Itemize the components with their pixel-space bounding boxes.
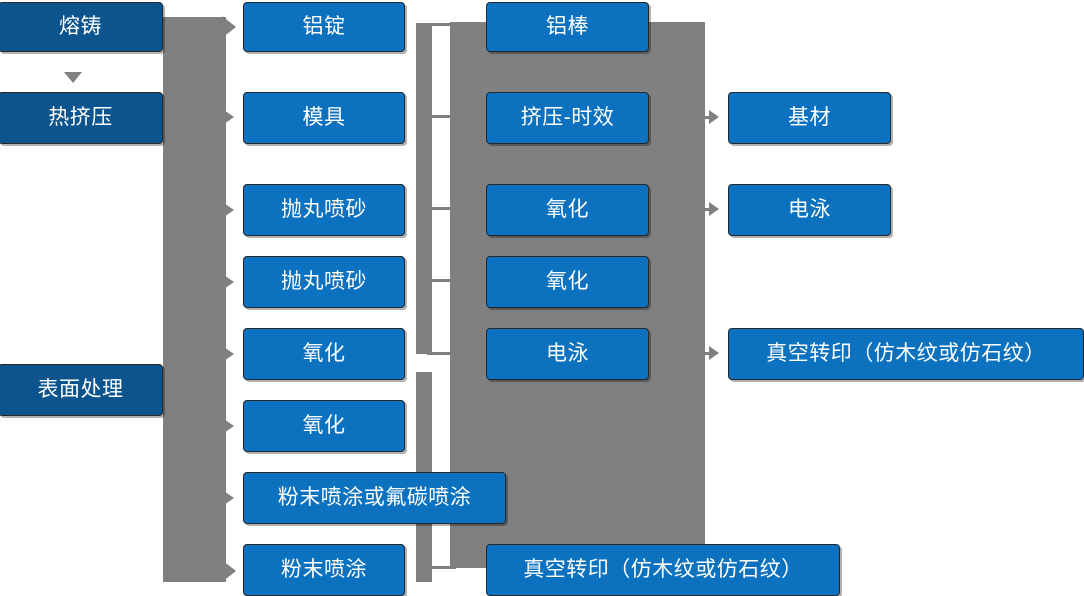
connector-narrow-to-band-row-4 [427, 279, 456, 282]
node-label-mold: 模具 [302, 106, 346, 130]
node-box-base-material[interactable]: 基材 [728, 92, 891, 144]
stage-label-melting-casting: 熔铸 [59, 15, 102, 39]
node-label-oxidation-2: 氧化 [302, 414, 346, 438]
node-box-shot-blasting-2[interactable]: 抛丸喷砂 [243, 256, 405, 308]
node-box-powder-coating[interactable]: 粉末喷涂 [243, 544, 405, 596]
node-box-aluminum-ingot[interactable]: 铝锭 [243, 2, 405, 52]
node-box-oxidation-4[interactable]: 氧化 [486, 256, 649, 308]
node-label-electrophoresis-1: 电泳 [546, 342, 589, 366]
node-box-mold[interactable]: 模具 [243, 92, 405, 144]
node-box-powder-or-fluorocarbon-coating[interactable]: 粉末喷涂或氟碳喷涂 [243, 472, 506, 524]
node-box-vacuum-transfer-printing-1[interactable]: 真空转印（仿木纹或仿石纹） [486, 544, 840, 596]
node-label-oxidation-1: 氧化 [302, 342, 346, 366]
connector-narrow-to-band-row-3 [427, 207, 456, 210]
connector-narrow-to-band-row-5 [427, 352, 456, 355]
node-label-extrusion-aging: 挤压-时效 [520, 106, 615, 130]
node-box-electrophoresis-1[interactable]: 电泳 [486, 328, 649, 380]
stage-box-surface-treatment[interactable]: 表面处理 [0, 364, 163, 416]
node-label-oxidation-4: 氧化 [546, 270, 589, 294]
arrowhead-to-electrophoresis-2 [709, 202, 719, 216]
node-box-shot-blasting-1[interactable]: 抛丸喷砂 [243, 184, 405, 236]
node-label-aluminum-bar: 铝棒 [546, 15, 589, 39]
node-label-powder-coating: 粉末喷涂 [281, 558, 367, 582]
arrowhead-to-aluminum-ingot [222, 16, 236, 38]
arrowhead-to-powder-coating [222, 560, 236, 582]
node-label-vacuum-transfer-printing-2: 真空转印（仿木纹或仿石纹） [766, 342, 1046, 366]
connector-narrow-to-band-row-1 [416, 23, 456, 26]
node-box-oxidation-1[interactable]: 氧化 [243, 328, 405, 380]
arrowhead-to-mold [224, 110, 234, 124]
connector-narrow-to-band-row-2 [427, 115, 456, 118]
node-box-oxidation-2[interactable]: 氧化 [243, 400, 405, 452]
node-label-aluminum-ingot: 铝锭 [302, 15, 346, 39]
node-label-powder-or-fluorocarbon-coating: 粉末喷涂或氟碳喷涂 [277, 486, 472, 510]
stage-label-surface-treatment: 表面处理 [37, 378, 124, 402]
node-label-shot-blasting-1: 抛丸喷砂 [281, 198, 367, 222]
connector-surface-treatment-riser [163, 366, 185, 382]
node-label-base-material: 基材 [788, 106, 831, 130]
arrowhead-to-shot-blasting-2 [224, 275, 234, 289]
connector-band-stages-to-inputs [163, 17, 226, 582]
arrowhead-to-base-material [709, 110, 719, 124]
arrowhead-to-shot-blasting-1 [224, 203, 234, 217]
arrowhead-to-vacuum-transfer-printing-2 [709, 346, 719, 360]
node-box-oxidation-3[interactable]: 氧化 [486, 184, 649, 236]
connector-narrow-bar-upper [416, 24, 432, 354]
node-label-oxidation-3: 氧化 [546, 198, 589, 222]
node-label-shot-blasting-2: 抛丸喷砂 [281, 270, 367, 294]
stage-box-hot-extrusion[interactable]: 热挤压 [0, 92, 163, 144]
connector-surface-treatment-line [163, 389, 187, 392]
connector-narrow-to-band-row-6 [427, 566, 456, 569]
stage-box-melting-casting[interactable]: 熔铸 [0, 2, 163, 52]
node-label-vacuum-transfer-printing-1: 真空转印（仿木纹或仿石纹） [523, 558, 803, 582]
node-box-vacuum-transfer-printing-2[interactable]: 真空转印（仿木纹或仿石纹） [728, 328, 1084, 380]
arrowhead-to-oxidation-2 [224, 419, 234, 433]
node-box-electrophoresis-2[interactable]: 电泳 [728, 184, 891, 236]
node-box-aluminum-bar[interactable]: 铝棒 [486, 2, 649, 52]
stage-label-hot-extrusion: 热挤压 [48, 106, 113, 130]
arrowhead-to-oxidation-1 [224, 347, 234, 361]
node-box-extrusion-aging[interactable]: 挤压-时效 [486, 92, 649, 144]
arrowhead-down-to-hot-extrusion [64, 72, 82, 83]
node-label-electrophoresis-2: 电泳 [788, 198, 831, 222]
arrowhead-to-powder-or-fluorocarbon-coating [224, 491, 234, 505]
